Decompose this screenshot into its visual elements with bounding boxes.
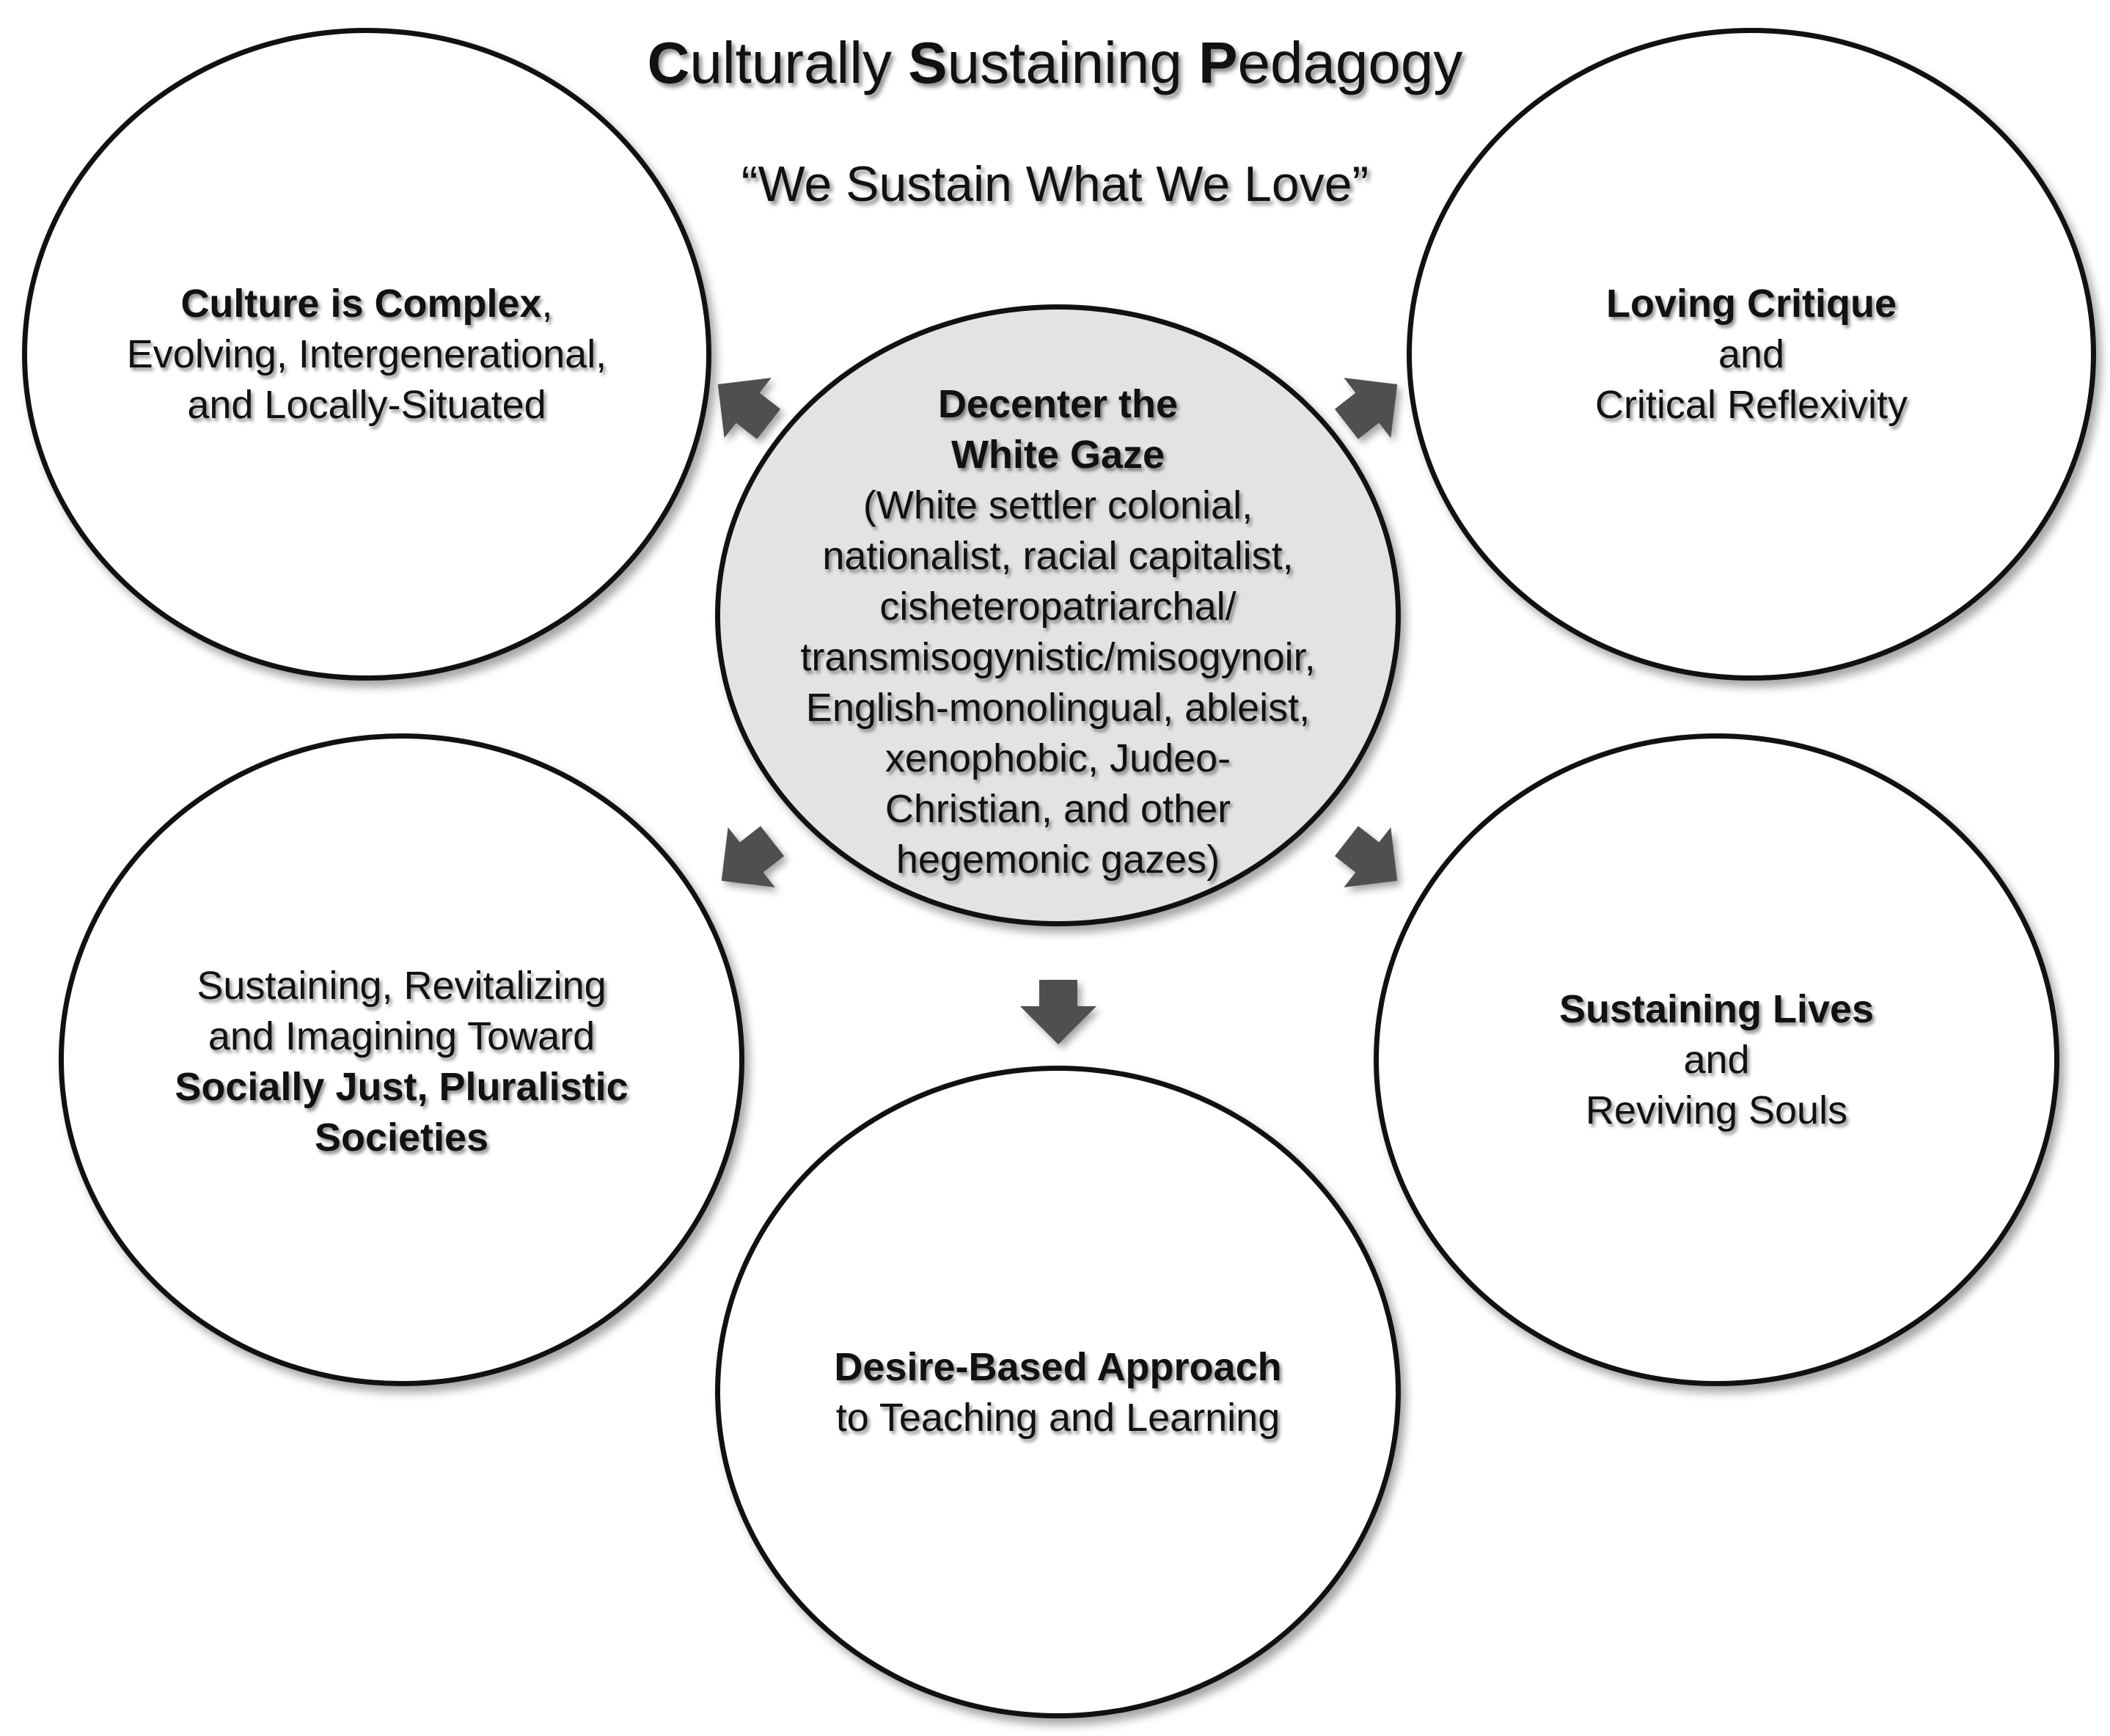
decenter-line: English-monolingual, ableist, [805,686,1311,730]
decenter-line: (White settler colonial, [862,483,1253,527]
critique-line2: and [1718,332,1785,376]
desire-circle [715,1066,1401,1718]
arrow-to-desire [1020,980,1096,1044]
culture-text: Culture is Complex, Evolving, Intergener… [22,279,711,431]
culture-heading-comma: , [541,282,553,326]
lives-circle [1374,733,2059,1386]
title-rest-2: ustaining [947,30,1199,95]
critique-text: Loving Critique and Critical Reflexivity [1407,279,2096,431]
decenter-text: Decenter the White Gaze (White settler c… [715,379,1401,885]
decenter-line: transmisogynistic/misogynoir, [800,635,1316,679]
critique-heading: Loving Critique [1606,282,1897,326]
desire-text: Desire-Based Approach to Teaching and Le… [715,1342,1401,1443]
critique-line3: Critical Reflexivity [1594,383,1908,427]
culture-circle [22,28,711,681]
lives-heading: Sustaining Lives [1558,987,1875,1031]
culture-line3: and Locally-Situated [187,383,546,427]
title-initial-p: P [1198,30,1238,95]
desire-heading: Desire-Based Approach [834,1345,1282,1389]
decenter-line: hegemonic gazes) [895,838,1220,882]
societies-text: Sustaining, Revitalizing and Imagining T… [59,961,744,1163]
title-rest-1: ulturally [689,30,909,95]
societies-line2: and Imagining Toward [208,1014,596,1058]
societies-heading-line2: Societies [314,1116,489,1160]
decenter-circle [715,304,1401,926]
lives-line3: Reviving Souls [1585,1088,1848,1132]
societies-line1: Sustaining, Revitalizing [197,964,607,1008]
critique-circle [1407,28,2096,681]
societies-heading-line1: Socially Just, Pluralistic [175,1065,629,1109]
lives-line2: and [1683,1038,1750,1082]
lives-text: Sustaining Lives and Reviving Souls [1374,984,2059,1136]
diagram-title: Culturally Sustaining Pedagogy [0,26,2110,100]
title-rest-3: edagogy [1237,30,1463,95]
decenter-heading-line1: Decenter the [937,382,1179,426]
desire-line2: to Teaching and Learning [835,1396,1281,1440]
decenter-line: cisheteropatriarchal/ [879,585,1237,629]
societies-circle [59,733,744,1386]
decenter-line: xenophobic, Judeo- [884,736,1231,780]
decenter-heading-line2: White Gaze [950,433,1165,477]
decenter-line: Christian, and other [884,787,1231,831]
title-initial-c: C [647,30,690,95]
culture-line2: Evolving, Intergenerational, [126,332,607,376]
diagram-subtitle: “We Sustain What We Love” [741,156,1369,212]
title-initial-s: S [908,30,948,95]
culture-heading: Culture is Complex [180,282,542,326]
decenter-line: nationalist, racial capitalist, [822,534,1294,578]
